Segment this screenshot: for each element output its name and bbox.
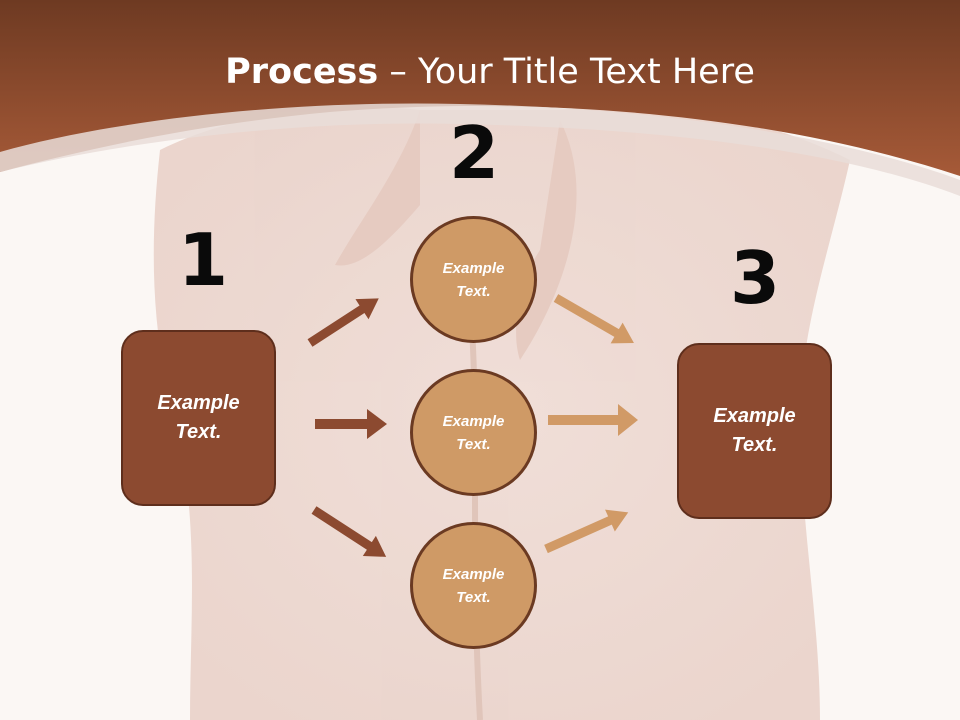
circle-middle: Example Text. xyxy=(410,369,537,496)
title-rest: – Your Title Text Here xyxy=(378,52,755,92)
circle-top: Example Text. xyxy=(410,216,537,343)
arrow-left-top xyxy=(307,298,379,347)
step-number-1: 1 xyxy=(178,218,229,302)
arrow-right-top xyxy=(553,294,634,344)
circle-bottom: Example Text. xyxy=(410,522,537,649)
slide-title: Process – Your Title Text Here xyxy=(0,52,960,92)
right-box: Example Text. xyxy=(677,343,832,519)
arrow-left-middle xyxy=(315,409,387,439)
arrow-right-middle xyxy=(548,404,638,436)
step-number-3: 3 xyxy=(730,236,781,320)
title-bold: Process xyxy=(225,52,379,92)
arrow-right-bottom xyxy=(544,509,629,554)
left-box: Example Text. xyxy=(121,330,276,506)
step-number-2: 2 xyxy=(449,111,500,195)
arrow-left-bottom xyxy=(311,506,387,557)
